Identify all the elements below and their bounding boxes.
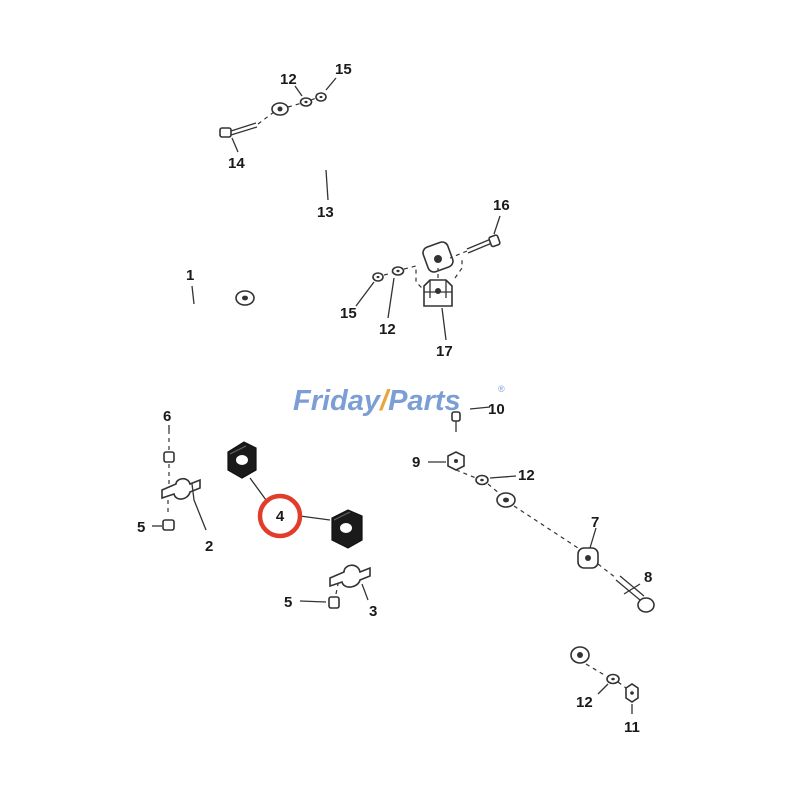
watermark-logo: Friday/Parts [293,385,461,417]
label-15-middle: 15 [340,305,357,322]
label-17: 17 [436,343,453,360]
highlight-ring [257,493,303,539]
stabilizer-bar [172,290,516,513]
watermark-registered: ® [498,384,505,394]
watermark-parts: Parts [388,385,461,417]
washer-12-top [299,97,313,107]
track-bar [271,102,454,273]
bolt-8 [597,563,655,613]
bracket-17 [423,258,463,307]
label-9: 9 [412,454,420,471]
link-7 [513,505,602,664]
bolt-10 [451,406,491,432]
label-1: 1 [186,267,194,284]
label-12-top: 12 [280,71,297,88]
clamp-bracket-3 [329,564,371,601]
highlight-label-4: 4 [276,508,285,525]
watermark-friday: Friday [293,385,382,417]
bolt-16 [449,234,501,259]
label-2: 2 [205,538,213,555]
label-11: 11 [624,719,640,736]
bushing-4-right [331,509,363,549]
label-16: 16 [493,197,510,214]
label-13: 13 [317,204,334,221]
label-5-left: 5 [137,519,145,536]
bolt-14 [219,111,275,138]
bushing-4-left [227,441,257,479]
label-5-lower: 5 [284,594,292,611]
label-15-top: 15 [335,61,352,78]
label-7: 7 [591,514,599,531]
label-12-bottom: 12 [576,694,593,711]
label-6: 6 [163,408,171,425]
bolt-6 [163,430,175,484]
watermark-slash-icon: / [378,385,391,417]
nut-9 [428,451,465,471]
nut-15-top [315,92,327,102]
washer-12-right [475,474,517,486]
nut-11 [625,683,639,714]
washer-12-lower [391,266,405,276]
bolt-5-lower [299,583,340,609]
label-8: 8 [644,569,652,586]
label-12-middle: 12 [379,321,396,338]
label-12-right: 12 [518,467,535,484]
label-14: 14 [228,155,245,172]
nut-15-lower [372,272,384,282]
washer-12-bottom [597,673,620,695]
label-10: 10 [488,401,505,418]
label-3: 3 [369,603,377,620]
clamp-bracket-2 [161,477,207,531]
bolt-5-left [152,500,175,531]
